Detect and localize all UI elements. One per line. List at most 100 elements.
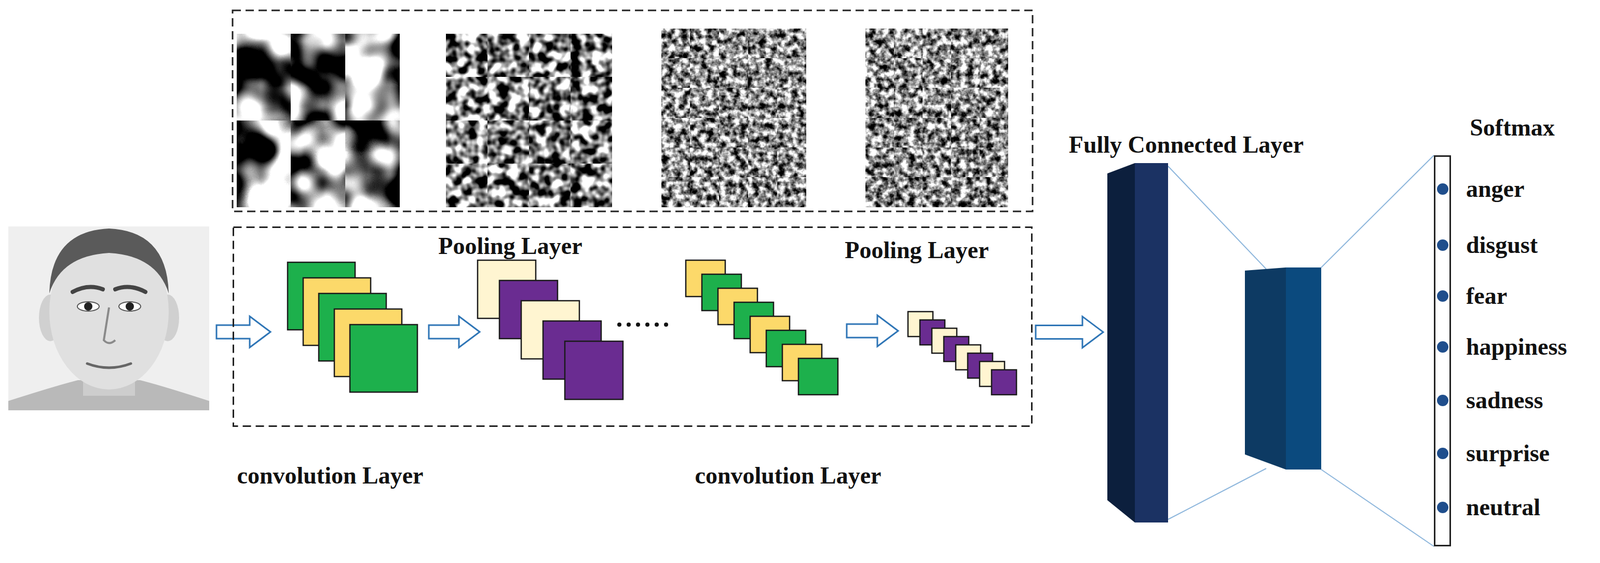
feature-tile bbox=[661, 58, 691, 88]
feature-tile bbox=[345, 120, 400, 208]
feature-tile bbox=[922, 28, 952, 59]
dot bbox=[654, 322, 659, 327]
feature-tile bbox=[529, 77, 571, 121]
feature-tile bbox=[922, 177, 952, 208]
output-dot bbox=[1436, 341, 1449, 353]
layer-caption: convolution Layer bbox=[236, 462, 424, 490]
text-holder: surprise bbox=[1466, 440, 1550, 467]
feature-tile bbox=[979, 88, 1009, 118]
class-label: surprise bbox=[1466, 440, 1550, 467]
feature-tile bbox=[445, 164, 488, 208]
feature-tile bbox=[570, 164, 613, 208]
feature-tile bbox=[893, 28, 923, 59]
small-slab-front bbox=[1285, 267, 1322, 470]
feature-tile bbox=[690, 58, 720, 88]
layer-name: Pooling Layer bbox=[438, 233, 582, 260]
small-slab-side bbox=[1244, 267, 1286, 470]
feature-tile bbox=[748, 58, 778, 88]
text-holder: convolution Layer bbox=[236, 462, 424, 490]
feature-tile bbox=[748, 88, 778, 118]
iris bbox=[84, 302, 93, 311]
link-line bbox=[1168, 468, 1267, 520]
nose bbox=[103, 307, 116, 344]
feature-tile bbox=[979, 177, 1009, 208]
class-label: anger bbox=[1466, 175, 1525, 203]
feature-tile bbox=[445, 120, 488, 165]
feature-tile bbox=[951, 117, 980, 148]
feature-tile bbox=[690, 147, 720, 178]
feature-tile bbox=[777, 117, 807, 148]
feature-stack bbox=[287, 260, 1017, 400]
link-line bbox=[1168, 166, 1267, 269]
text-holder: Pooling Layer bbox=[438, 233, 582, 260]
feature-tile bbox=[345, 33, 400, 121]
eye bbox=[77, 301, 100, 311]
feature-map-square bbox=[991, 369, 1017, 395]
text-holder: Fully Connected Layer bbox=[1068, 131, 1304, 159]
feature-tile bbox=[445, 77, 488, 121]
dot bbox=[617, 322, 622, 327]
feature-tile bbox=[893, 117, 923, 148]
feature-tile bbox=[922, 147, 952, 178]
feature-tile bbox=[922, 117, 952, 148]
text-holder: Pooling Layer bbox=[844, 237, 989, 264]
feature-tile bbox=[719, 88, 749, 118]
feature-tile bbox=[865, 88, 894, 118]
flow-arrow bbox=[846, 315, 899, 347]
feature-tile bbox=[445, 33, 488, 78]
text-holder: neutral bbox=[1466, 494, 1541, 521]
feature-tile bbox=[893, 88, 923, 118]
flow-arrow bbox=[428, 316, 480, 348]
feature-tile bbox=[922, 88, 952, 118]
feature-tile bbox=[748, 117, 778, 148]
feature-map bbox=[661, 28, 807, 208]
feature-tile bbox=[865, 58, 894, 88]
dashed-outline bbox=[233, 227, 1033, 427]
feature-map-square bbox=[349, 324, 418, 392]
output-dot bbox=[1436, 501, 1449, 513]
feature-tile bbox=[690, 117, 720, 148]
feature-map-square bbox=[564, 341, 623, 400]
feature-tile bbox=[865, 28, 894, 59]
feature-tile bbox=[979, 117, 1009, 148]
feature-tile bbox=[487, 120, 530, 165]
output-dot bbox=[1436, 239, 1449, 251]
feature-tile bbox=[661, 147, 691, 178]
feature-tile bbox=[487, 33, 530, 78]
feature-tile bbox=[748, 28, 778, 59]
feature-tile bbox=[951, 147, 980, 178]
feature-tile bbox=[748, 147, 778, 178]
output-dot bbox=[1436, 447, 1449, 459]
feature-tile bbox=[487, 77, 530, 121]
feature-tile bbox=[236, 120, 292, 208]
feature-tile bbox=[690, 88, 720, 118]
feature-map bbox=[445, 33, 613, 208]
feature-tile bbox=[865, 177, 894, 208]
feature-tile bbox=[951, 88, 980, 118]
iris bbox=[125, 302, 134, 311]
class-label: fear bbox=[1466, 282, 1508, 310]
feature-tile bbox=[719, 147, 749, 178]
text-holder: fear bbox=[1466, 282, 1508, 310]
feature-tile bbox=[865, 117, 894, 148]
fully-connected-block: Fully Connected Layer bbox=[1042, 129, 1330, 525]
dot bbox=[626, 322, 631, 327]
feature-tile bbox=[748, 177, 778, 208]
layer-name: Pooling Layer bbox=[844, 237, 989, 264]
feature-tile bbox=[236, 33, 292, 121]
feature-tile bbox=[777, 58, 807, 88]
text-holder: sadness bbox=[1466, 387, 1543, 414]
feature-tile bbox=[979, 28, 1009, 59]
layer-group-box: Pooling Layer Pooling Layer bbox=[232, 226, 1033, 427]
feature-tile bbox=[979, 147, 1009, 178]
feature-tile bbox=[661, 117, 691, 148]
dense-layers bbox=[1042, 129, 1330, 525]
feature-tile bbox=[487, 164, 530, 208]
feature-tile bbox=[777, 177, 807, 208]
text-holder: disgust bbox=[1466, 232, 1538, 259]
text-holder: anger bbox=[1466, 175, 1525, 203]
face-photo bbox=[8, 226, 210, 411]
photo-ground bbox=[8, 226, 210, 411]
feature-map bbox=[236, 33, 400, 208]
feature-map-box bbox=[232, 10, 1033, 212]
